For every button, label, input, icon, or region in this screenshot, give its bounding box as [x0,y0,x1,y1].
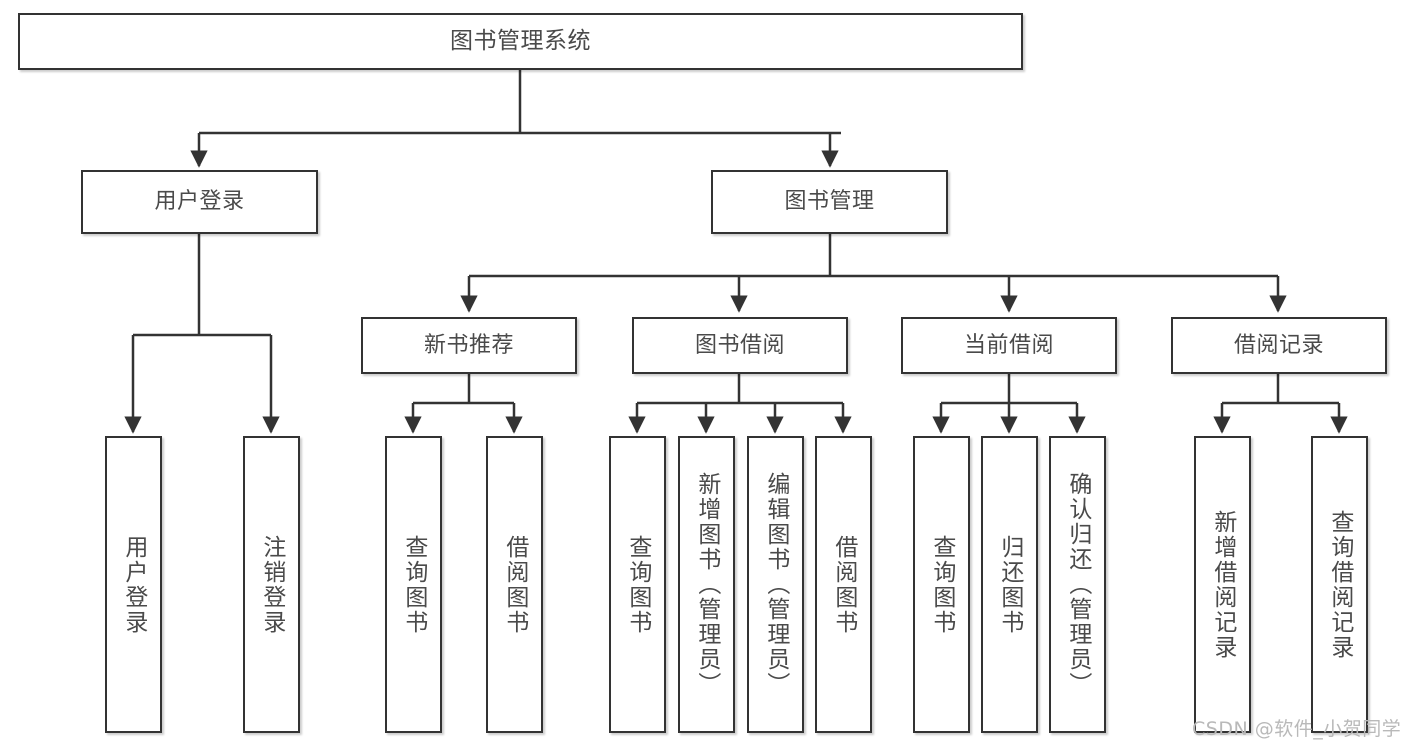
node-label: 查询借阅记录 [1326,509,1353,660]
leaf-book-borrow-query[interactable]: 查询图书 [609,436,666,733]
node-label: 用户登录 [154,189,245,215]
node-user-login[interactable]: 用户登录 [81,170,318,234]
leaf-book-borrow-edit[interactable]: 编辑图书（管理员） [747,436,804,733]
leaf-borrow-record-add[interactable]: 新增借阅记录 [1194,436,1251,733]
node-label: 编辑图书（管理员） [762,472,789,697]
node-label: 图书管理 [784,189,875,215]
leaf-new-book-query[interactable]: 查询图书 [385,436,442,733]
node-label: 用户登录 [120,534,147,635]
node-new-book-recommend[interactable]: 新书推荐 [361,317,577,374]
node-label: 新增借阅记录 [1209,509,1236,660]
node-label: 查询图书 [928,534,955,635]
node-label: 借阅图书 [501,534,528,635]
leaf-book-borrow-borrow[interactable]: 借阅图书 [815,436,872,733]
node-label: 图书管理系统 [450,28,591,55]
node-book-borrow[interactable]: 图书借阅 [632,317,848,374]
node-label: 归还图书 [996,534,1023,635]
leaf-user-login-logout[interactable]: 注销登录 [243,436,300,733]
leaf-current-borrow-confirm[interactable]: 确认归还（管理员） [1049,436,1106,733]
leaf-borrow-record-query[interactable]: 查询借阅记录 [1311,436,1368,733]
leaf-current-borrow-query[interactable]: 查询图书 [913,436,970,733]
node-label: 查询图书 [624,534,651,635]
node-borrow-record[interactable]: 借阅记录 [1171,317,1387,374]
node-label: 新书推荐 [423,332,514,358]
node-root-system[interactable]: 图书管理系统 [18,13,1023,70]
node-label: 查询图书 [400,534,427,635]
node-label: 图书借阅 [694,332,785,358]
csdn-watermark: CSDN @软件_小贺同学 [1192,718,1402,740]
leaf-new-book-borrow[interactable]: 借阅图书 [486,436,543,733]
node-book-management[interactable]: 图书管理 [711,170,948,234]
node-current-borrow[interactable]: 当前借阅 [901,317,1117,374]
node-label: 注销登录 [258,534,285,635]
leaf-current-borrow-return[interactable]: 归还图书 [981,436,1038,733]
leaf-book-borrow-add[interactable]: 新增图书（管理员） [678,436,735,733]
node-label: 借阅图书 [830,534,857,635]
node-label: 借阅记录 [1233,332,1324,358]
node-label: 新增图书（管理员） [693,472,720,697]
node-label: 确认归还（管理员） [1064,472,1091,697]
leaf-user-login-login[interactable]: 用户登录 [105,436,162,733]
node-label: 当前借阅 [963,332,1054,358]
